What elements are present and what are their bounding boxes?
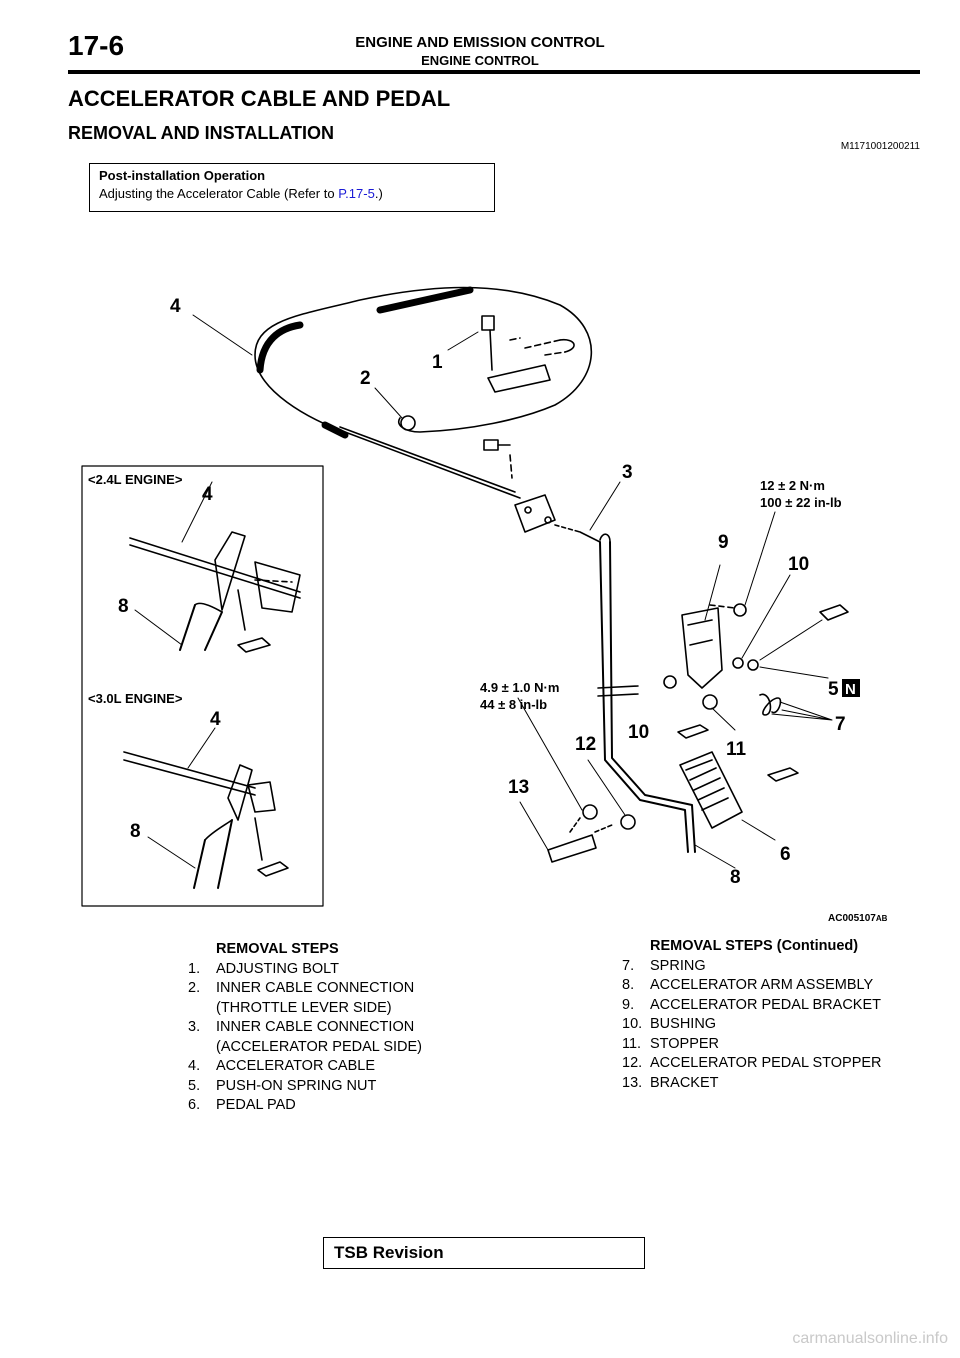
callout-1: 1: [432, 352, 443, 373]
list-item: 13.BRACKET: [622, 1074, 719, 1091]
page-number: 17-6: [68, 30, 125, 61]
removal-steps-continued-heading: REMOVAL STEPS (Continued): [650, 938, 859, 954]
n-badge-label: N: [845, 681, 856, 698]
post-installation-heading: Post-installation Operation: [99, 168, 266, 183]
torque-upper-line-1: 12 ± 2 N·m: [760, 478, 825, 493]
list-item: 3.INNER CABLE CONNECTION: [188, 1019, 415, 1035]
callout-5: 5: [828, 679, 839, 700]
accelerator-cable: [254, 286, 593, 433]
post-installation-text: Adjusting the Accelerator Cable (Refer t…: [99, 186, 383, 201]
callout-10: 10: [628, 722, 649, 743]
callout-4: 4: [210, 709, 221, 730]
list-item: 12.ACCELERATOR PEDAL STOPPER: [622, 1055, 882, 1071]
callout-8: 8: [130, 821, 141, 842]
list-item: 5.PUSH-ON SPRING NUT: [188, 1077, 377, 1094]
callout-8: 8: [118, 596, 129, 617]
inset-3-0l-label: <3.0L ENGINE>: [88, 691, 183, 706]
list-item: 2.INNER CABLE CONNECTION: [188, 980, 415, 996]
list-item: 9.ACCELERATOR PEDAL BRACKET: [622, 996, 881, 1013]
removal-steps-continued: REMOVAL STEPS (Continued) 7.SPRING 8.ACC…: [622, 937, 882, 1093]
section-subtitle: ENGINE CONTROL: [421, 53, 539, 68]
callout-4: 4: [170, 296, 181, 317]
list-item: (ACCELERATOR PEDAL SIDE): [216, 1038, 423, 1055]
callout-7: 7: [835, 714, 846, 735]
post-installation-box: Post-installation Operation Adjusting th…: [89, 163, 495, 212]
list-item: 4.ACCELERATOR CABLE: [188, 1058, 376, 1074]
callout-9: 9: [718, 532, 729, 553]
list-item: 11.STOPPER: [622, 1035, 720, 1052]
reference-code: M1171001200211: [840, 141, 920, 152]
figure-code: AC005107AB: [828, 913, 888, 924]
list-item: (THROTTLE LEVER SIDE): [216, 999, 392, 1016]
removal-steps: REMOVAL STEPS 1.ADJUSTING BOLT 2.INNER C…: [188, 940, 422, 1116]
section-title: ENGINE AND EMISSION CONTROL: [355, 34, 605, 51]
reference-link[interactable]: P.17-5: [338, 186, 375, 201]
callout-13: 13: [508, 777, 529, 798]
torque-lower-line-1: 4.9 ± 1.0 N·m: [480, 680, 559, 695]
callout-8: 8: [730, 867, 741, 888]
tsb-revision-label: TSB Revision: [334, 1243, 444, 1262]
post-installation-text-after: .): [374, 186, 383, 201]
post-installation-text-before: Adjusting the Accelerator Cable (Refer t…: [99, 186, 339, 201]
callout-6: 6: [780, 844, 791, 865]
page-subtitle: REMOVAL AND INSTALLATION: [68, 123, 334, 143]
callout-4: 4: [202, 484, 213, 505]
tsb-revision-box: TSB Revision: [323, 1237, 645, 1269]
torque-upper-line-2: 100 ± 22 in-lb: [760, 495, 842, 510]
list-item: 6.PEDAL PAD: [188, 1097, 296, 1113]
torque-lower-line-2: 44 ± 8 in-lb: [480, 697, 547, 712]
removal-steps-heading: REMOVAL STEPS: [216, 941, 339, 957]
callout-12: 12: [575, 734, 596, 755]
callout-11: 11: [726, 739, 747, 760]
header-rule: [68, 70, 920, 74]
list-item: 10.BUSHING: [622, 1016, 717, 1032]
list-item: 8.ACCELERATOR ARM ASSEMBLY: [622, 977, 874, 993]
callout-3: 3: [622, 462, 633, 483]
list-item: 7.SPRING: [622, 957, 706, 974]
watermark: carmanualsonline.info: [792, 1330, 948, 1347]
exploded-view-diagram: 4 1 2 3 12 ± 2 N·m 100 ± 22 in-lb 9 10 5…: [81, 286, 888, 924]
callout-2: 2: [360, 368, 371, 389]
n-badge: [842, 679, 860, 697]
inset-2-4l-label: <2.4L ENGINE>: [88, 472, 183, 487]
page-title: ACCELERATOR CABLE AND PEDAL: [68, 86, 451, 111]
callout-10: 10: [788, 554, 809, 575]
list-item: 1.ADJUSTING BOLT: [188, 960, 339, 977]
